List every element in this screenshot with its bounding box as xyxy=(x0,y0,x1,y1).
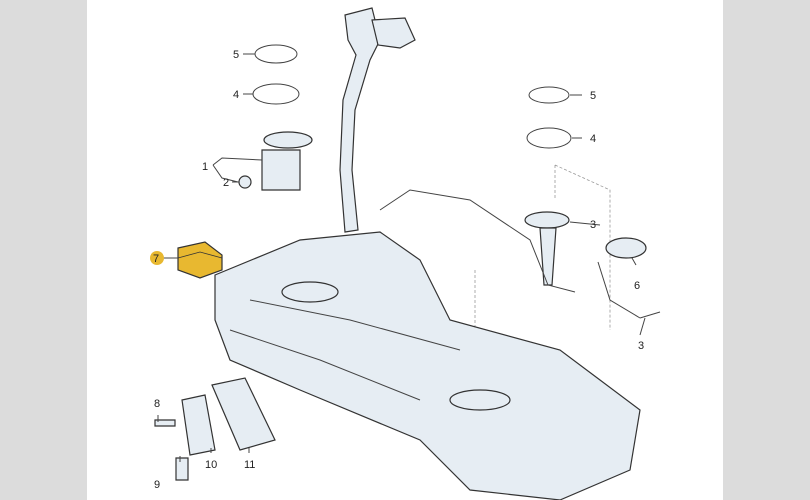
callout-3-lower: 3 xyxy=(638,340,644,352)
fuel-gauge-sender-3 xyxy=(379,189,576,293)
callout-4-right: 4 xyxy=(590,133,596,145)
callout-2: 2 xyxy=(223,177,229,189)
float-2 xyxy=(238,175,252,189)
callout-7[interactable]: 7 xyxy=(153,253,159,265)
filler-neck xyxy=(339,7,416,233)
callout-10: 10 xyxy=(205,459,217,471)
bracket-11 xyxy=(211,377,276,451)
callout-4-left: 4 xyxy=(233,89,239,101)
callout-3-upper: 3 xyxy=(590,219,596,231)
callout-8: 8 xyxy=(154,398,160,410)
locking-ring-4-left xyxy=(252,83,300,105)
callout-9: 9 xyxy=(154,479,160,491)
sender-3-lower xyxy=(597,261,661,319)
callout-11: 11 xyxy=(244,459,255,471)
sensor-9 xyxy=(175,457,189,481)
flange-6 xyxy=(605,237,647,259)
callout-5-left: 5 xyxy=(233,49,239,61)
bracket-10 xyxy=(181,394,216,456)
bolt-8 xyxy=(154,419,176,427)
fuel-pump-1 xyxy=(238,131,313,191)
parts-diagram: 5 4 1 2 7 5 4 3 6 3 8 9 10 11 xyxy=(87,0,723,500)
callout-6: 6 xyxy=(634,280,640,292)
fuel-tank xyxy=(214,231,641,500)
callout-5-right: 5 xyxy=(590,90,596,102)
control-unit-7[interactable] xyxy=(177,241,223,279)
callout-1: 1 xyxy=(202,161,208,173)
locking-ring-4-right xyxy=(526,127,572,149)
callout-7-badge xyxy=(150,251,164,265)
fuel-tank-exploded-view: 5 4 1 2 7 5 4 3 6 3 8 9 10 11 xyxy=(150,7,661,500)
sealing-ring-5-right xyxy=(528,86,570,104)
sealing-ring-5-left xyxy=(254,44,298,64)
